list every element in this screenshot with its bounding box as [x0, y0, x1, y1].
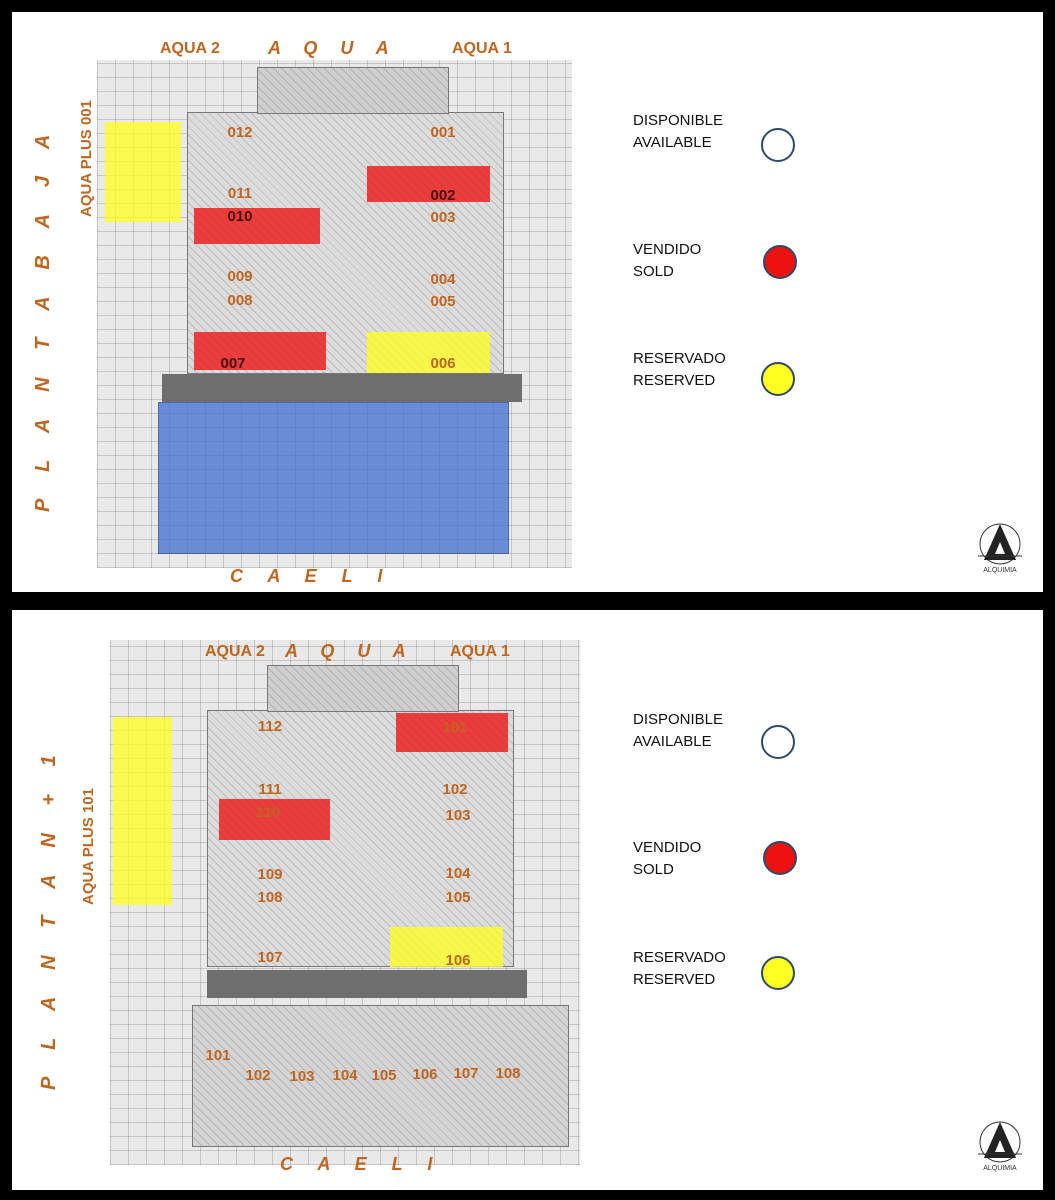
unit-label[interactable]: 001 — [430, 124, 456, 141]
unit-label[interactable]: 107 — [257, 949, 283, 966]
legend-text: RESERVADO — [633, 350, 726, 367]
caeli-room-block — [192, 1005, 569, 1147]
unit-label[interactable]: 007 — [220, 355, 246, 372]
unit-label[interactable]: 112 — [257, 718, 283, 735]
unit-label[interactable]: 004 — [430, 271, 456, 288]
unit-aqua-plus-001[interactable] — [105, 122, 181, 222]
alquimia-logo-icon: ALQUIMIA — [978, 1121, 1022, 1172]
caeli-unit-label[interactable]: 101 — [205, 1047, 231, 1064]
sold-dot-icon — [763, 841, 797, 875]
legend-text: RESERVADO — [633, 949, 726, 966]
aqua-1-label: AQUA 1 — [450, 643, 510, 660]
unit-label[interactable]: 009 — [227, 268, 253, 285]
corridor — [207, 970, 527, 998]
legend-text: RESERVED — [633, 971, 716, 988]
legend-available: DISPONIBLE AVAILABLE — [633, 709, 723, 753]
unit-aqua-plus-101[interactable] — [113, 717, 172, 905]
available-dot-icon — [761, 128, 795, 162]
unit-label[interactable]: 002 — [430, 187, 456, 204]
caeli-unit-label[interactable]: 106 — [412, 1066, 438, 1083]
floor-title: P L A N T A B A J A — [32, 123, 54, 512]
legend-sold: VENDIDO SOLD — [633, 837, 701, 881]
legend-text: AVAILABLE — [633, 733, 712, 750]
unit-label[interactable]: 104 — [445, 865, 471, 882]
caeli-label: C A E L I — [280, 1154, 443, 1174]
unit-label[interactable]: 101 — [442, 719, 468, 736]
unit-label[interactable]: 109 — [257, 866, 283, 883]
floor-title: P L A N T A N + 1 — [38, 744, 60, 1090]
unit-002-overlay[interactable] — [367, 166, 490, 202]
unit-label[interactable]: 111 — [258, 781, 282, 798]
legend-text: SOLD — [633, 263, 674, 280]
unit-106-overlay[interactable] — [390, 927, 503, 967]
svg-text:ALQUIMIA: ALQUIMIA — [983, 1165, 1017, 1172]
unit-101-overlay[interactable] — [396, 713, 508, 752]
legend-sold: VENDIDO SOLD — [633, 239, 701, 283]
aqua-label: A Q U A — [285, 641, 415, 661]
pool-block — [267, 665, 459, 712]
caeli-unit-label[interactable]: 102 — [245, 1067, 271, 1084]
legend-available: DISPONIBLE AVAILABLE — [633, 110, 723, 154]
unit-label[interactable]: 105 — [445, 889, 471, 906]
legend-text: VENDIDO — [633, 241, 702, 258]
caeli-unit-label[interactable]: 103 — [289, 1068, 315, 1085]
svg-text:ALQUIMIA: ALQUIMIA — [983, 567, 1017, 574]
common-area-caeli[interactable] — [158, 402, 509, 554]
unit-label[interactable]: 012 — [227, 124, 253, 141]
caeli-unit-label[interactable]: 105 — [371, 1067, 397, 1084]
alquimia-logo-icon: ALQUIMIA — [978, 523, 1022, 574]
caeli-unit-label[interactable]: 104 — [332, 1067, 358, 1084]
legend-reserved: RESERVADO RESERVED — [633, 947, 726, 991]
unit-label[interactable]: 110 — [255, 804, 281, 821]
legend-text: AVAILABLE — [633, 134, 712, 151]
corridor — [162, 374, 522, 402]
unit-label[interactable]: 103 — [445, 807, 471, 824]
unit-label[interactable]: 108 — [257, 889, 283, 906]
unit-label[interactable]: 003 — [430, 209, 456, 226]
unit-label[interactable]: 102 — [442, 781, 468, 798]
sold-dot-icon — [763, 245, 797, 279]
unit-110-overlay[interactable] — [219, 799, 330, 840]
caeli-unit-label[interactable]: 108 — [495, 1065, 521, 1082]
unit-006-overlay[interactable] — [367, 332, 490, 373]
unit-label[interactable]: 010 — [227, 208, 253, 225]
unit-label[interactable]: 011 — [227, 185, 253, 202]
unit-010-overlay[interactable] — [194, 208, 320, 244]
aqua-2-label: AQUA 2 — [205, 643, 265, 660]
legend-text: DISPONIBLE — [633, 711, 724, 728]
unit-007-overlay[interactable] — [194, 332, 326, 370]
reserved-dot-icon — [761, 362, 795, 396]
unit-label[interactable]: 106 — [445, 952, 471, 969]
floor-panel-ground: P L A N T A B A J A AQUA 2 A Q U A AQUA … — [12, 12, 1043, 592]
aqua-label: A Q U A — [268, 38, 398, 58]
reserved-dot-icon — [761, 956, 795, 990]
floor-panel-n1: P L A N T A N + 1 AQUA 2 A Q U A AQUA 1 … — [12, 610, 1043, 1190]
aqua-1-label: AQUA 1 — [452, 40, 512, 57]
caeli-label: C A E L I — [230, 566, 393, 586]
aqua-2-label: AQUA 2 — [160, 40, 220, 57]
unit-label[interactable]: 006 — [430, 355, 456, 372]
available-dot-icon — [761, 725, 795, 759]
unit-label[interactable]: 005 — [430, 293, 456, 310]
unit-label[interactable]: 008 — [227, 292, 253, 309]
legend-reserved: RESERVADO RESERVED — [633, 348, 726, 392]
legend-text: DISPONIBLE — [633, 112, 724, 129]
aqua-plus-label: AQUA PLUS 101 — [80, 788, 97, 905]
aqua-plus-label: AQUA PLUS 001 — [78, 100, 95, 217]
legend-text: SOLD — [633, 861, 674, 878]
legend-text: RESERVED — [633, 372, 716, 389]
caeli-unit-label[interactable]: 107 — [453, 1065, 479, 1082]
legend-text: VENDIDO — [633, 839, 702, 856]
pool-block — [257, 67, 449, 114]
